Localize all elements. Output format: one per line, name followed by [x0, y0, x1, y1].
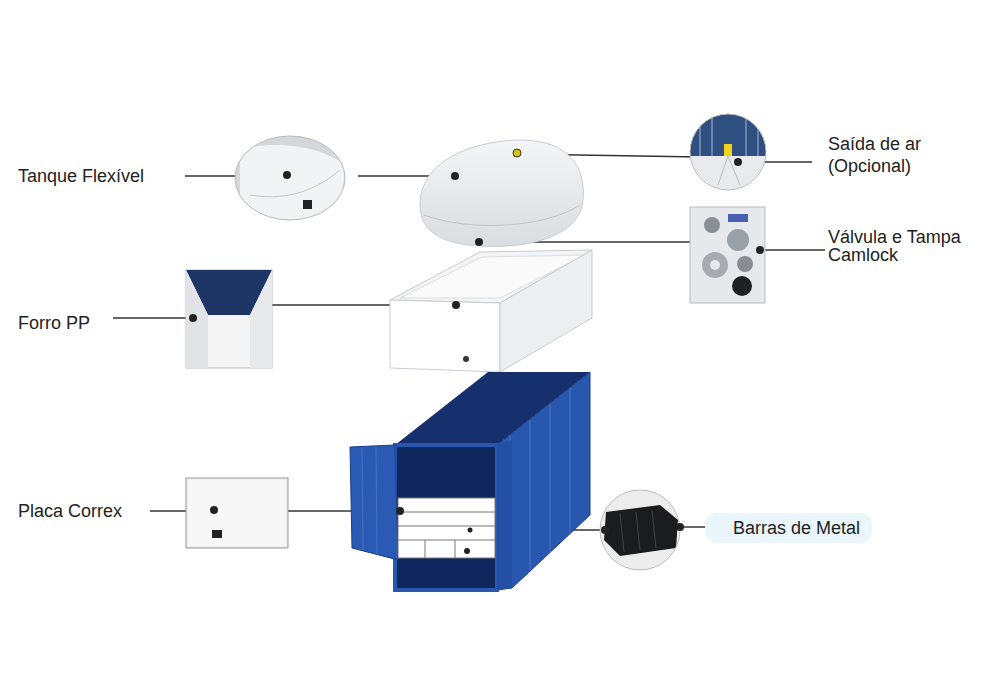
callout-pill: Barras de Metal: [705, 513, 872, 543]
part-label: Tanque Flexível: [18, 165, 183, 187]
part-label: Forro PP: [18, 312, 113, 334]
part-label: Barras de Metal: [733, 517, 862, 539]
part-label: Saída de ar (Opcional): [828, 133, 940, 177]
part-label: Válvula e Tampa Camlock: [828, 228, 994, 264]
part-label: Placa Correx: [18, 500, 148, 522]
